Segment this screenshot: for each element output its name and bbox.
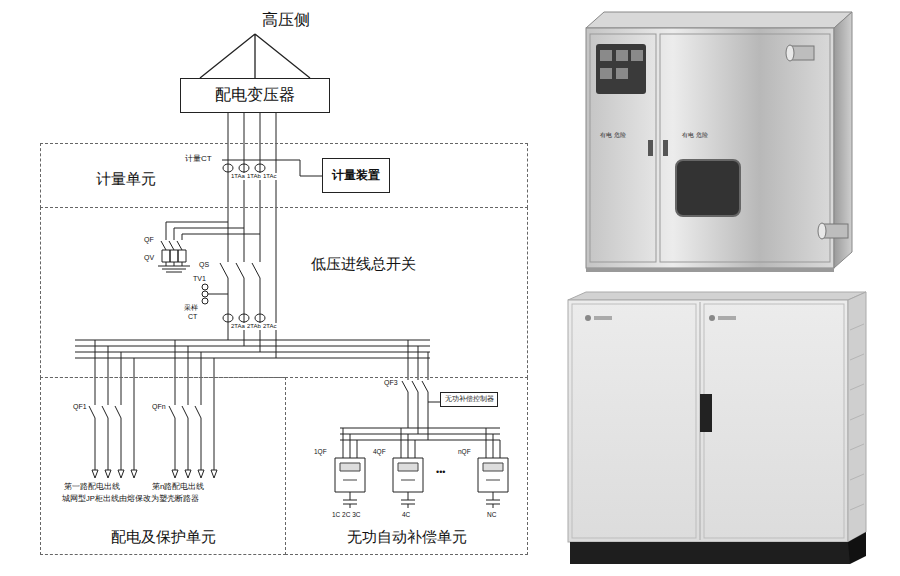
- region-label: 计量单元: [96, 170, 156, 187]
- cabinet-top: [568, 292, 866, 300]
- cabinet-door: [572, 304, 696, 538]
- capacitor-tag: 4C: [402, 511, 410, 518]
- ct-tag: 1TAb: [246, 173, 262, 180]
- arrester-wires: [158, 222, 260, 272]
- cabinet-door: [660, 34, 830, 262]
- box-label: 无功补偿控制器: [445, 395, 494, 403]
- region-label: 配电及保护单元: [111, 528, 216, 545]
- capacitor-tag: 1C 2C 3C: [332, 511, 361, 518]
- cabinet-door: [704, 304, 844, 538]
- pt-symbol: [202, 284, 228, 304]
- feeder-label: 第n路配电出线: [152, 482, 204, 491]
- breaker-tag: 1QF: [314, 448, 327, 455]
- cabinet-base: [586, 268, 834, 272]
- cable-gland: [818, 223, 826, 239]
- cabinet-base: [570, 542, 850, 564]
- controller-box: 无功补偿控制器: [440, 392, 498, 407]
- note-text: 城网型JP柜出线由熔保改为塑壳断路器: [62, 495, 199, 504]
- main-switch-region: 低压进线总开关: [40, 207, 528, 378]
- arrester-symbol: [162, 250, 186, 262]
- capacitor-symbol: [343, 492, 500, 508]
- breaker-tag: nQF: [458, 448, 471, 455]
- breaker-tag: QFn: [152, 403, 166, 411]
- capacitor-tag: NC: [487, 511, 496, 518]
- meter-window: [596, 44, 646, 94]
- ct-label: 计量CT: [184, 154, 213, 163]
- cabinet-front: [586, 28, 834, 268]
- cabinet-base: [848, 532, 866, 564]
- ct-symbol: [223, 314, 265, 322]
- region-label: 无功自动补偿单元: [347, 528, 467, 545]
- cabinet-top: [586, 12, 852, 28]
- cabinet-front: [568, 300, 848, 542]
- breaker-tag: QF: [144, 236, 154, 244]
- box-label: 计量装置: [332, 169, 380, 183]
- ct-tag: 2TAa: [230, 323, 246, 330]
- switch-symbol: [220, 263, 260, 278]
- wire-connector: [228, 113, 229, 143]
- cabinet-side: [848, 292, 866, 542]
- breaker-tag: 4QF: [373, 448, 386, 455]
- ct-label: 采样: [184, 304, 198, 312]
- breaker-tag: QF1: [73, 403, 87, 411]
- region-label: 低压进线总开关: [311, 255, 416, 272]
- outlet-arrow: [92, 470, 217, 478]
- feeder-wires: [89, 340, 214, 470]
- ct-tag: 2TAc: [262, 323, 278, 330]
- ct-label: CT: [188, 313, 197, 321]
- ct-tag: 2TAb: [246, 323, 262, 330]
- switch-tag: QS: [199, 261, 209, 269]
- cable-gland: [786, 45, 794, 61]
- meter-face: [600, 50, 643, 79]
- box-label: 配电变压器: [215, 86, 295, 104]
- cabinet-door: [590, 34, 656, 262]
- warning-text: 有电 危险: [600, 132, 626, 139]
- door-handle: [663, 140, 668, 156]
- meter-device-box: 计量装置: [322, 158, 390, 193]
- ct-symbol: [223, 164, 265, 172]
- compensation-wires: [340, 340, 500, 458]
- side-label: 高压侧: [262, 11, 310, 29]
- module-panel: [340, 463, 503, 480]
- compensation-region: 无功自动补偿单元 无功补偿控制器: [285, 377, 528, 555]
- ct-tag: 1TAc: [262, 173, 278, 180]
- side-ribs: [850, 324, 864, 510]
- metering-region: 计量单元 计量装置: [40, 143, 528, 208]
- arrester-tag: QV: [144, 254, 154, 262]
- viewing-window: [676, 160, 740, 216]
- transformer-box: 配电变压器: [180, 78, 330, 113]
- ellipsis-mark: •••: [436, 467, 445, 477]
- logo-mark: [718, 316, 736, 320]
- hv-feed-lines: [200, 34, 310, 78]
- logo-mark: [709, 315, 715, 321]
- logo-mark: [585, 315, 591, 321]
- capacitor-module: [335, 458, 508, 492]
- main-wires: [75, 113, 430, 358]
- breaker-tag: QF3: [384, 379, 398, 387]
- ct-tag: 1TAa: [230, 173, 246, 180]
- feeder-label: 第一路配电出线: [64, 482, 120, 491]
- door-handle: [700, 394, 712, 432]
- logo-mark: [594, 316, 612, 320]
- door-handle: [648, 140, 653, 156]
- warning-text: 有电 危险: [682, 132, 708, 139]
- pt-tag: TV1: [193, 275, 206, 283]
